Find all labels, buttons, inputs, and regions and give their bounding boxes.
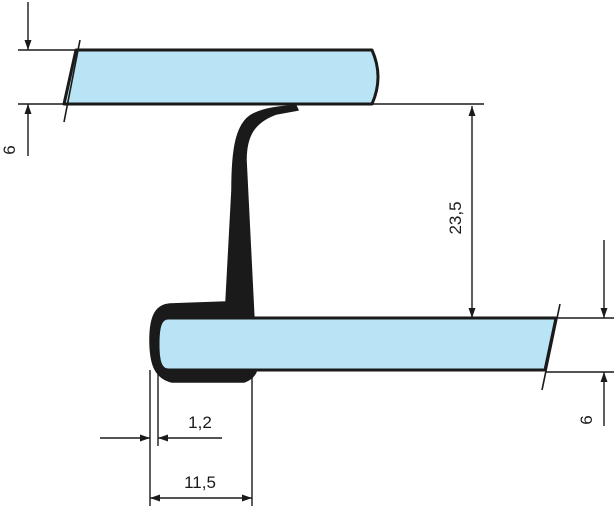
dimension-lip-thickness xyxy=(100,370,222,506)
label-lip-thickness: 1,2 xyxy=(188,413,212,432)
dimension-bottom-glass-thickness xyxy=(545,240,614,426)
label-profile-width: 11,5 xyxy=(184,473,216,492)
top-glass-panel xyxy=(62,48,380,106)
dimension-gap-height xyxy=(372,103,484,318)
label-gap-height: 23,5 xyxy=(446,201,465,234)
dimension-top-glass-thickness xyxy=(18,2,86,156)
label-bottom-glass-thickness: 6 xyxy=(577,415,596,424)
dimension-profile-width xyxy=(150,372,253,506)
bottom-glass-panel xyxy=(156,316,558,372)
top-glass-break-line xyxy=(63,39,81,123)
label-top-glass-thickness: 6 xyxy=(0,145,19,154)
